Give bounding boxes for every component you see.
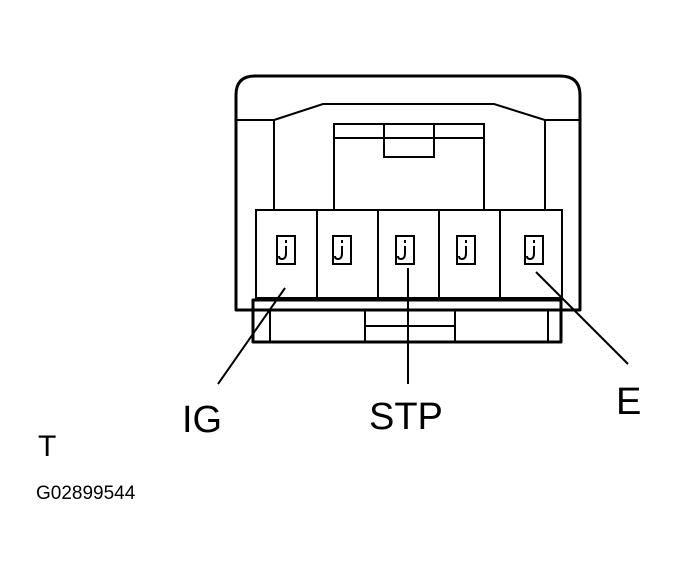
lock-tab — [333, 138, 485, 210]
pin-cavity-2 — [332, 235, 352, 265]
leader-line-e — [535, 271, 629, 365]
pin-cavity-3 — [395, 235, 415, 265]
figure-code: G02899544 — [36, 483, 136, 504]
pin-label-e: E — [616, 381, 642, 423]
pin-cavity-4 — [456, 235, 476, 265]
pin-label-stp: STP — [369, 396, 443, 438]
leader-line-ig — [217, 287, 286, 385]
connector-housing — [234, 74, 582, 312]
pin-cavity-1 — [276, 235, 296, 265]
pin-label-ig: IG — [182, 399, 223, 441]
view-indicator: T — [38, 430, 57, 463]
pin-cavity-5 — [524, 235, 544, 265]
lock-tab-frame — [333, 123, 485, 139]
lock-tab-latch — [383, 123, 435, 158]
